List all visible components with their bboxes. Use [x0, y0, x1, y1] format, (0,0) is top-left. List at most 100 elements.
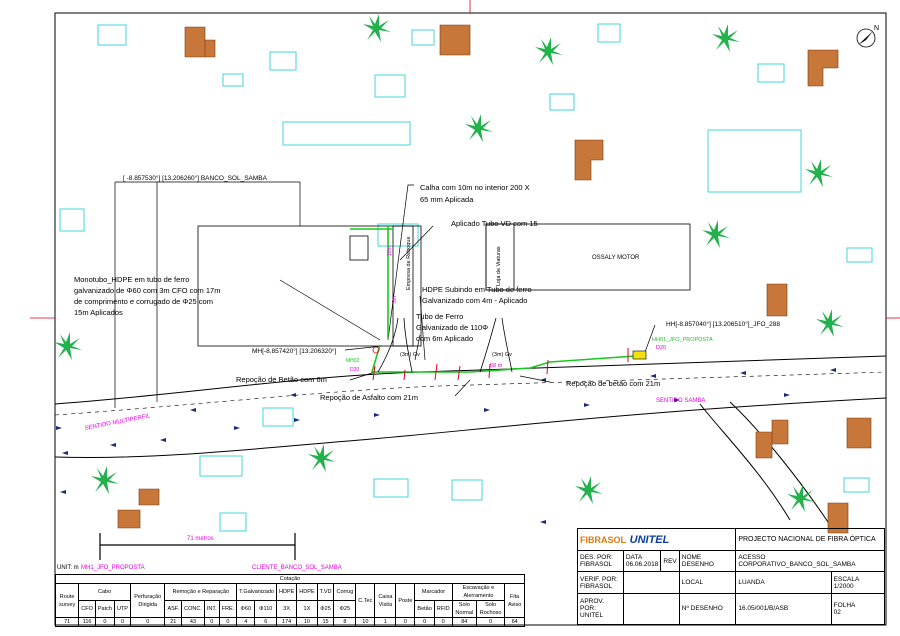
reposicao-betao-21-label: Repoção de betão com 21m	[566, 379, 660, 388]
gv-left-label: (3m) Gv	[400, 352, 420, 358]
unitel-logo: UNITEL	[629, 533, 670, 546]
calha-label-2: 65 mm Aplicada	[420, 195, 474, 204]
tubo-ferro-label-2: Galvanizado de 110Φ	[416, 323, 488, 332]
aprov-label: APROV. POR:	[580, 598, 604, 613]
quote-value: 0	[129, 617, 166, 627]
monotubo-label-2: galvanizado de Φ60 com 3m CFO com 17m	[74, 286, 220, 295]
hdpe-label-2: Galvanizado com 4m - Aplicado	[422, 296, 527, 305]
quote-value: 6	[254, 617, 277, 627]
tubo-ferro-label-3: com 6m Aplicado	[416, 334, 473, 343]
gv-right-label: (3m) Gv	[492, 352, 512, 358]
quote-subheader: 3X	[275, 600, 298, 618]
quote-header: Corrug	[333, 583, 357, 601]
quote-value: 0	[433, 617, 453, 627]
ossaly-building	[485, 223, 691, 291]
des-por-label: DES. POR:	[580, 554, 613, 562]
tubo-vd-label: Aplicado Tubo VD com 15	[451, 219, 538, 228]
quote-value: 0	[395, 617, 416, 627]
quote-header: HDPE	[275, 583, 298, 601]
mh-coord-label: MH[-8.857420°] [13.206320°]	[252, 347, 337, 355]
hdpe-label-1: HDPE Subindo em Tubo de ferro	[422, 285, 532, 294]
scale-end-label: CLIENTE_BANCO_SOL_SAMBA	[252, 565, 342, 571]
quote-value: 0	[203, 617, 220, 627]
quote-subheader: Betão	[414, 600, 435, 618]
coord-banco-label: [ -8.857530°] [13.206260°] BANCO_SOL_SAM…	[123, 174, 268, 182]
quote-header: T.Galvanizado	[236, 583, 277, 601]
fibrasol-logo: FIBRASOL	[580, 534, 626, 545]
pool-outlines	[59, 23, 873, 532]
folha-value: 02	[833, 608, 841, 616]
road	[54, 355, 887, 526]
quote-subheader: CFO	[78, 600, 96, 618]
scale-bar: 71 metros UNIT: m MH1_JFO_PROPOSTA CLIEN…	[57, 533, 342, 571]
nome-value: ACESSO CORPORATIVO_BANCO_SOL_SAMBA	[735, 549, 885, 573]
quote-subheader: Φ110	[254, 600, 277, 618]
hh01-label: HH01_JFO_PROPOSTA	[652, 337, 713, 343]
quote-value: 10	[296, 617, 318, 627]
quote-value: 0	[94, 617, 115, 627]
verif-label: VERIF. POR:	[580, 575, 618, 583]
quote-value: 116	[78, 617, 96, 627]
reposicao-asfalto-label: Repoção de Asfalto com 21m	[320, 393, 418, 402]
trees	[54, 14, 844, 512]
d20-right-label: D20	[656, 345, 666, 351]
quote-subheader: 1X	[296, 600, 318, 618]
manhole-icon	[372, 346, 380, 354]
project-title: PROJECTO NACIONAL DE FIBRA ÓPTICA	[735, 528, 885, 551]
quote-value: 0	[475, 617, 506, 627]
data-label: DATA	[625, 554, 643, 562]
north-arrow-icon: N	[856, 25, 879, 48]
quote-value: 15	[316, 617, 335, 627]
monotubo-label-1: Monotubo_HDPE em tubo de ferro	[74, 275, 189, 284]
fiber-route	[350, 226, 636, 373]
crossing-marks	[372, 359, 549, 381]
sentido-samba-label: SENTIDO SAMBA	[656, 398, 705, 404]
quote-value: 71	[54, 617, 80, 627]
len-5-label: 5m	[392, 296, 398, 303]
buildings	[117, 24, 872, 534]
scale-start-label: MH1_JFO_PROPOSTA	[81, 565, 145, 571]
quote-subheader: UTP	[113, 600, 131, 618]
quote-subheader: Φ25	[316, 600, 335, 618]
quote-value: 64	[504, 617, 525, 627]
escala-label: ESCALA	[833, 575, 860, 583]
ndesenho-label: Nº DESENHO	[678, 592, 737, 626]
quote-subheader: ASF.	[164, 600, 183, 618]
quote-subheader: Φ60	[236, 600, 256, 618]
quote-value: 43	[181, 617, 205, 627]
quote-header: Escavação e Alerramento	[451, 583, 506, 601]
monotubo-label-4: 15m Aplicados	[74, 308, 123, 317]
quote-subheader: Solo Rochoso	[475, 600, 506, 618]
quote-header: HDPE	[296, 583, 318, 601]
loja-viaturas-label: Loja de Viaturas	[496, 246, 502, 286]
quote-value: 8	[333, 617, 357, 627]
nome-label: NOME DESENHO	[678, 549, 737, 573]
folha-label: FOLHA	[833, 601, 856, 609]
len-58-label: 58 m	[490, 363, 503, 369]
quote-title: Cotação	[55, 574, 525, 584]
ossaly-label: OSSALY MOTOR	[592, 255, 640, 261]
quote-header: Poste	[395, 583, 416, 618]
handhole-icon	[632, 350, 647, 360]
verif-value: FIBRASOL	[580, 582, 613, 590]
quote-subheader: FRE.	[218, 600, 238, 618]
scale-unit-label: UNIT: m	[57, 565, 79, 571]
hh-coord-label: HH[-8.857040°] [13.206510°]_JFO_288	[666, 320, 780, 328]
quote-value: 10	[355, 617, 376, 627]
ndesenho-value: 16.05/001/B/ASB	[735, 592, 832, 626]
quote-header: Remoção e Reparação	[164, 583, 238, 601]
quote-subheader: INT.	[203, 600, 220, 618]
quote-header: Caixa Visita	[374, 583, 397, 618]
direction-arrows	[56, 368, 836, 524]
reposicao-betao-6-label: Repoção de Betão com 6m	[236, 375, 327, 384]
quote-value: 0	[414, 617, 435, 627]
quote-value: 1	[374, 617, 397, 627]
sentido-multiperfil-label: SENTIDO MULTIPERFIL	[84, 413, 151, 432]
quote-header: Route survey	[54, 583, 80, 618]
quote-subheader: Solo Normal	[451, 600, 477, 618]
quote-value: 21	[164, 617, 183, 627]
quote-value: 0	[113, 617, 131, 627]
svg-text:N: N	[874, 25, 879, 32]
quote-subheader: Patch	[94, 600, 115, 618]
